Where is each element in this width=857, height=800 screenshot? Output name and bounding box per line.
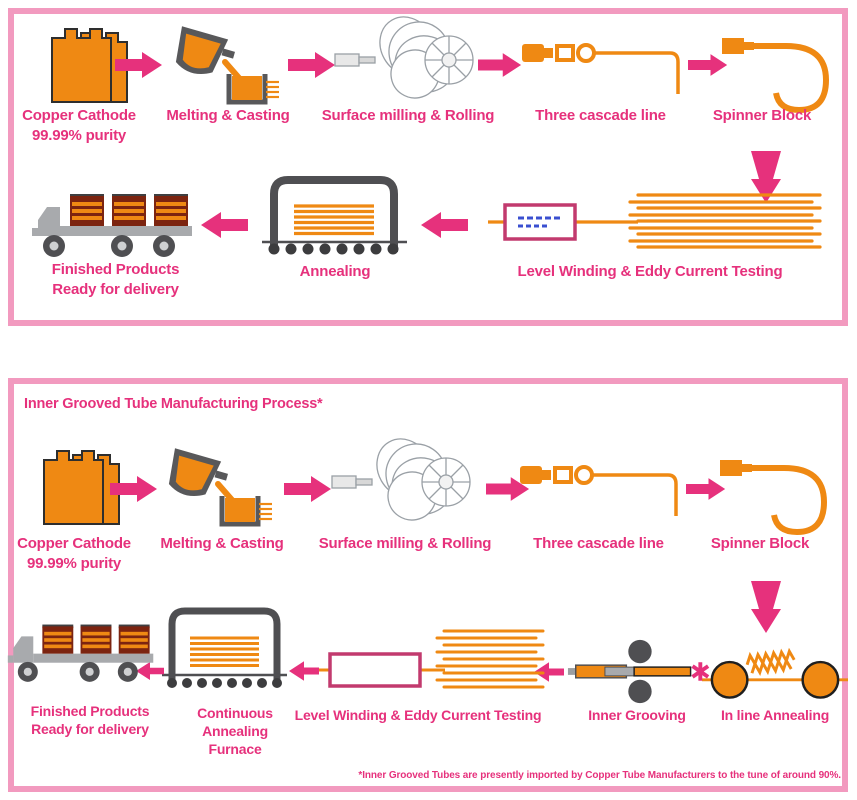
spinner-block-icon [722, 38, 830, 114]
step-label: Finished Products Ready for delivery [30, 703, 150, 738]
panel-title: Inner Grooved Tube Manufacturing Process… [24, 396, 323, 412]
step-label: In line Annealing [720, 707, 830, 723]
step-label: Melting & Casting [160, 535, 284, 552]
step-label: Level Winding & Eddy Current Testing [517, 263, 783, 280]
arrow-right-icon [110, 476, 157, 502]
arrow-left-icon [289, 661, 319, 681]
annealing-furnace-icon [262, 176, 407, 255]
eddy-current-tester-box [328, 652, 422, 688]
arrow-right-icon [284, 476, 331, 502]
step-label: Three cascade line [535, 107, 666, 124]
arrow-down-icon [751, 581, 781, 633]
step-label: Finished Products Ready for delivery [51, 261, 180, 298]
step-label: Spinner Block [710, 535, 810, 552]
arrow-right-icon [688, 54, 728, 76]
wheels [17, 661, 138, 682]
step-label: Level Winding & Eddy Current Testing [294, 707, 542, 723]
spinner-block-icon [720, 460, 828, 536]
arrow-down-icon [751, 151, 781, 203]
conveyor-rollers [268, 243, 399, 255]
coil-stack [435, 629, 545, 689]
arrow-right-icon [478, 53, 522, 77]
grooving-die [691, 662, 710, 681]
arrow-left-icon [201, 212, 248, 238]
step-label: Three cascade line [533, 535, 664, 552]
level-winding-eddy-tester-icon [305, 629, 545, 689]
step-label: Copper Cathode 99.99% purity [17, 535, 131, 572]
melting-casting-icon [175, 26, 279, 105]
arrow-left-icon [534, 662, 564, 682]
arrow-right-icon [486, 477, 530, 501]
surface-milling-icon [334, 16, 474, 99]
coil-loads [42, 624, 150, 654]
step-label: Surface milling & Rolling [318, 535, 492, 552]
arrow-right-icon [686, 478, 726, 500]
step-label: Spinner Block [712, 107, 812, 124]
melting-casting-icon [168, 448, 272, 527]
continuous-annealing-furnace-icon [162, 607, 287, 688]
inner-grooving-icon [567, 639, 710, 704]
delivery-truck-icon [32, 194, 192, 257]
step-label: Copper Cathode 99.99% purity [22, 107, 136, 144]
eddy-current-display [518, 216, 562, 228]
footnote: *Inner Grooved Tubes are presently impor… [358, 770, 841, 781]
step-label: Inner Grooving [588, 707, 686, 723]
step-label: Annealing [299, 263, 371, 280]
inline-annealing-icon [702, 647, 848, 699]
arrow-left-icon [136, 661, 164, 681]
arrow-right-icon [288, 52, 335, 78]
copper-cathode-icon [43, 450, 120, 525]
conveyor-rollers [167, 678, 282, 688]
coil-stack [190, 636, 259, 667]
coil-stack [628, 193, 822, 249]
level-winding-eddy-tester-icon [488, 193, 822, 249]
arrow-left-icon [421, 212, 468, 238]
coil-loads [70, 194, 188, 226]
three-cascade-line-icon [522, 43, 680, 94]
delivery-truck-icon [7, 624, 154, 682]
coil-stack [294, 204, 374, 236]
wheels [43, 235, 175, 257]
eddy-current-tester-box [503, 203, 577, 241]
step-label: Melting & Casting [166, 107, 290, 124]
three-cascade-line-icon [520, 465, 678, 516]
step-label: Surface milling & Rolling [321, 107, 495, 124]
arrow-right-icon [115, 52, 162, 78]
surface-milling-icon [331, 438, 471, 521]
heating-coil [745, 647, 796, 676]
step-label: Continuous Annealing Furnace [197, 705, 273, 758]
copper-cathode-icon [51, 28, 128, 103]
